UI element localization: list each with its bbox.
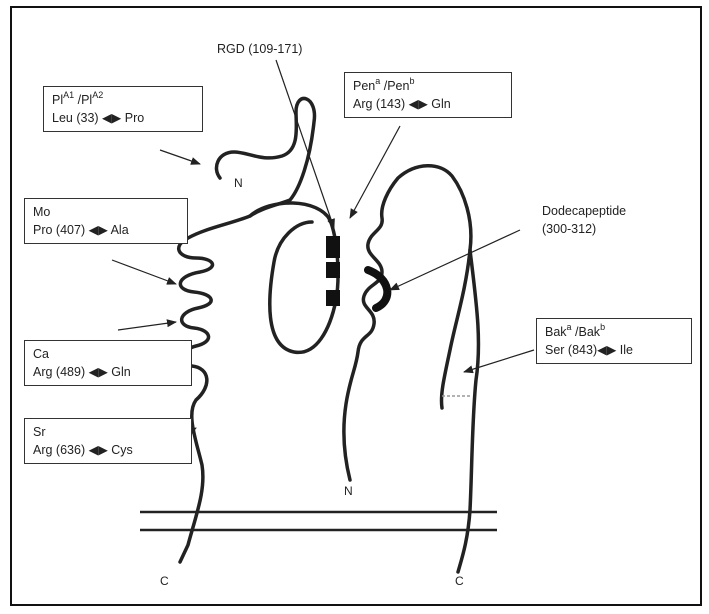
mo-name: Mo — [33, 203, 179, 221]
pla-allele-names: PlA1 /PlA2 — [52, 91, 194, 109]
ca-arrow — [118, 322, 176, 330]
pen-polymorphism-box: Pena /Penb Arg (143) ◀▶ Gln — [344, 72, 512, 118]
pen-substitution: Arg (143) ◀▶ Gln — [353, 95, 503, 113]
rgd-segment-2 — [326, 262, 340, 278]
dodecapeptide-label-line1: Dodecapeptide — [542, 202, 626, 220]
alpha-chain-strand — [179, 99, 315, 562]
ca-polymorphism-box: Ca Arg (489) ◀▶ Gln — [24, 340, 192, 386]
pla-arrow — [160, 150, 200, 164]
n-terminus-bottom: N — [344, 484, 353, 498]
bak-arrow — [464, 350, 534, 372]
mo-substitution: Pro (407) ◀▶ Ala — [33, 221, 179, 239]
beta-chain-strand — [344, 166, 471, 480]
bak-polymorphism-box: Baka /Bakb Ser (843)◀▶ Ile — [536, 318, 692, 364]
sr-name: Sr — [33, 423, 183, 441]
bak-substitution: Ser (843)◀▶ Ile — [545, 341, 683, 359]
pla-substitution: Leu (33) ◀▶ Pro — [52, 109, 194, 127]
rgd-loop — [250, 203, 338, 352]
c-terminus-right: C — [455, 574, 464, 588]
ca-name: Ca — [33, 345, 183, 363]
mo-arrow — [112, 260, 176, 284]
ca-substitution: Arg (489) ◀▶ Gln — [33, 363, 183, 381]
sr-substitution: Arg (636) ◀▶ Cys — [33, 441, 183, 459]
sr-polymorphism-box: Sr Arg (636) ◀▶ Cys — [24, 418, 192, 464]
n-terminus-top: N — [234, 176, 243, 190]
pla-polymorphism-box: PlA1 /PlA2 Leu (33) ◀▶ Pro — [43, 86, 203, 132]
c-terminus-left: C — [160, 574, 169, 588]
pen-allele-names: Pena /Penb — [353, 77, 503, 95]
pen-arrow — [350, 126, 400, 218]
dodecapeptide-label-line2: (300-312) — [542, 220, 626, 238]
rgd-segment-3 — [326, 290, 340, 306]
dodecapeptide-label: Dodecapeptide (300-312) — [542, 202, 626, 238]
mo-polymorphism-box: Mo Pro (407) ◀▶ Ala — [24, 198, 188, 244]
rgd-segment-1 — [326, 236, 340, 258]
dodecapeptide-arrow — [390, 230, 520, 290]
rgd-label: RGD (109-171) — [217, 40, 302, 58]
bak-allele-names: Baka /Bakb — [545, 323, 683, 341]
